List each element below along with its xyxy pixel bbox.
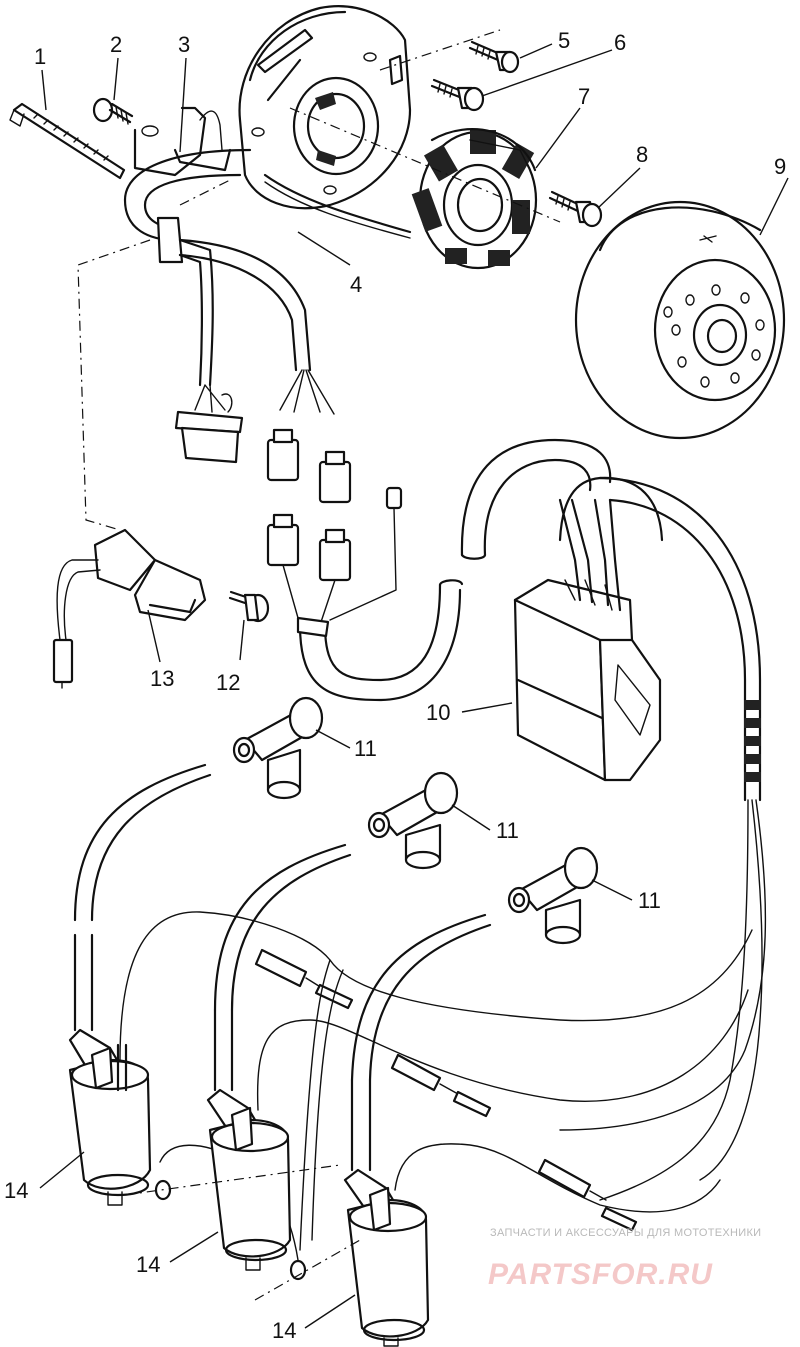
callout-leaders xyxy=(39,43,789,1329)
part-plug-cap-1 xyxy=(232,696,324,800)
callout-11-a: 11 xyxy=(354,736,377,761)
callout-3: 3 xyxy=(178,32,190,57)
callout-6: 6 xyxy=(614,30,626,55)
callout-4: 4 xyxy=(350,272,362,297)
callout-8: 8 xyxy=(636,142,648,167)
alignment-lines xyxy=(77,29,561,1301)
watermark-tagline: ЗАПЧАСТИ И АКСЕССУАРЫ ДЛЯ МОТОТЕХНИКИ xyxy=(490,1227,761,1239)
stator-lead-wires xyxy=(263,173,412,239)
part-plug-cap-3 xyxy=(507,846,599,945)
callout-10: 10 xyxy=(426,700,450,725)
callout-14-c: 14 xyxy=(272,1318,296,1343)
cdi-output-sleeve xyxy=(559,476,767,1201)
part-ignition-coil-1 xyxy=(68,1028,152,1206)
watermark-logo: PARTSFOR.RU xyxy=(488,1258,713,1291)
sleeve-loop xyxy=(296,438,612,702)
part-coil-bracket xyxy=(52,528,207,689)
callout-12: 12 xyxy=(216,670,240,695)
part-screw-2 xyxy=(92,97,134,125)
part-plug-cap-2 xyxy=(367,771,459,870)
callout-11-c: 11 xyxy=(638,888,661,913)
callout-1: 1 xyxy=(34,44,46,69)
callout-5: 5 xyxy=(558,28,570,53)
part-clamp-bracket xyxy=(133,106,232,177)
callout-2: 2 xyxy=(110,32,122,57)
part-stator-coil xyxy=(411,128,538,270)
part-screw-6 xyxy=(430,78,485,112)
part-screw-5 xyxy=(468,40,520,74)
part-ignition-coil-3 xyxy=(343,1168,430,1347)
callout-14-a: 14 xyxy=(4,1178,28,1203)
callout-14-b: 14 xyxy=(136,1252,160,1277)
wire-harness xyxy=(123,148,312,387)
part-screw-8 xyxy=(548,190,603,228)
connector-left xyxy=(174,384,244,464)
part-screw-12 xyxy=(228,590,270,623)
watermark: ЗАПЧАСТИ И АКСЕССУАРЫ ДЛЯ МОТОТЕХНИКИ PA… xyxy=(488,1227,761,1291)
callout-13: 13 xyxy=(150,666,174,691)
callout-9: 9 xyxy=(774,154,786,179)
connector-cluster-right xyxy=(266,369,403,626)
callout-11-b: 11 xyxy=(496,818,519,843)
callout-7: 7 xyxy=(578,84,590,109)
low-tension-wires xyxy=(119,911,753,1281)
ht-leads xyxy=(73,763,492,1172)
callout-labels: 1 2 3 4 5 6 7 8 9 10 11 11 11 12 13 14 1… xyxy=(4,28,786,1343)
part-cable-tie xyxy=(9,102,126,180)
terminal-connectors xyxy=(254,948,638,1232)
part-stator-plate xyxy=(238,5,412,210)
part-cdi-box xyxy=(513,476,664,782)
part-flywheel xyxy=(574,200,786,440)
part-ignition-coil-2 xyxy=(206,1088,292,1271)
